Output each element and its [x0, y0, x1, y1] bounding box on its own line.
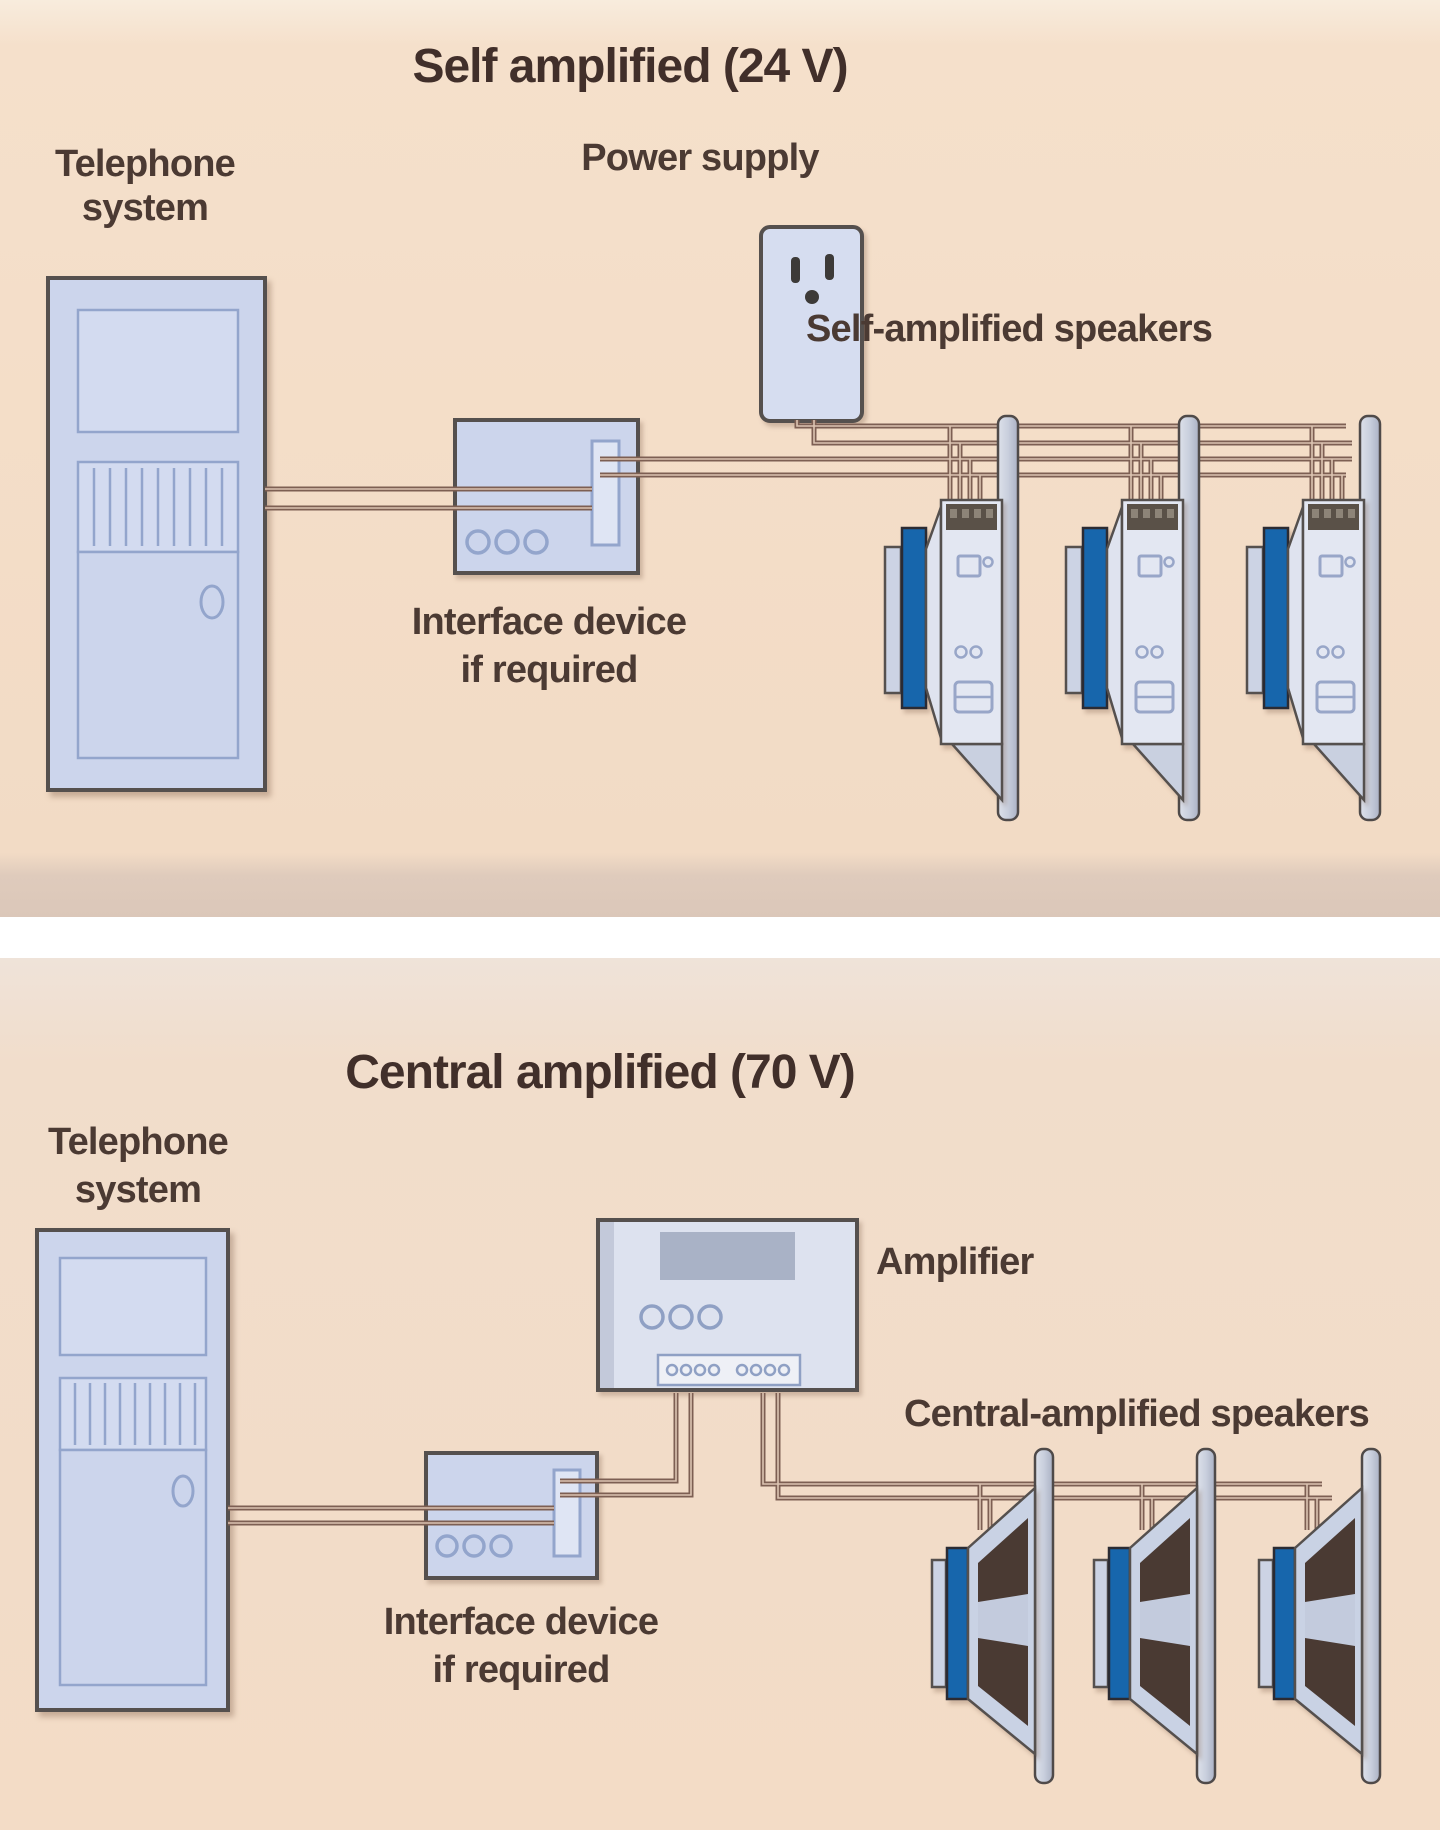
amplifier-knob: [668, 1304, 694, 1330]
interface-device: [424, 1451, 599, 1580]
telephone-system-label-line2: system: [75, 1169, 201, 1211]
bottom-panel-title: Central amplified (70 V): [345, 1046, 854, 1099]
outlet-ground-hole: [805, 290, 819, 304]
amplifier-display: [660, 1232, 795, 1280]
telephone-system-label-line2: system: [82, 187, 208, 229]
cabinet-door-handle: [199, 584, 225, 620]
cabinet-door-handle: [171, 1474, 195, 1508]
central-amplified-panel: Central amplified (70 V) Telephone syste…: [35, 1046, 1382, 1785]
interface-device-label-line2: if required: [432, 1649, 609, 1691]
amplifier-knob: [639, 1304, 665, 1330]
amplifier-knob: [697, 1304, 723, 1330]
speaker-pole: [1360, 1447, 1382, 1785]
wiring-top: [265, 420, 1352, 514]
interface-terminal-strip: [552, 1468, 582, 1558]
self-amplified-panel: Self amplified (24 V) Telephone system P…: [46, 40, 1382, 822]
outlet-slot: [825, 254, 834, 280]
interface-device-label-line2: if required: [460, 649, 637, 691]
panel-divider: [0, 917, 1440, 958]
wiring-bottom: [228, 1393, 1332, 1540]
speaker-pole: [1195, 1447, 1217, 1785]
amplifier: [596, 1218, 859, 1392]
telephone-system-cabinet: [46, 276, 267, 792]
central-amplified-speakers-label: Central-amplified speakers: [904, 1393, 1369, 1435]
top-panel-title: Self amplified (24 V): [412, 40, 847, 93]
telephone-system-label-line1: Telephone: [55, 143, 235, 185]
interface-device-label-line1: Interface device: [384, 1601, 658, 1643]
telephone-system-label-line1: Telephone: [48, 1121, 228, 1163]
cabinet-vent-slats: [92, 468, 224, 546]
cabinet-vent-slats: [73, 1383, 197, 1445]
self-amplified-speakers-label: Self-amplified speakers: [806, 308, 1212, 350]
amplifier-side-panel: [600, 1222, 614, 1388]
power-supply-label: Power supply: [581, 137, 819, 179]
interface-device-label-line1: Interface device: [412, 601, 686, 643]
outlet-slot: [791, 257, 800, 283]
speaker-pole: [1033, 1447, 1055, 1785]
amplifier-label: Amplifier: [876, 1241, 1035, 1283]
interface-device: [453, 418, 640, 575]
telephone-system-cabinet: [35, 1228, 230, 1712]
